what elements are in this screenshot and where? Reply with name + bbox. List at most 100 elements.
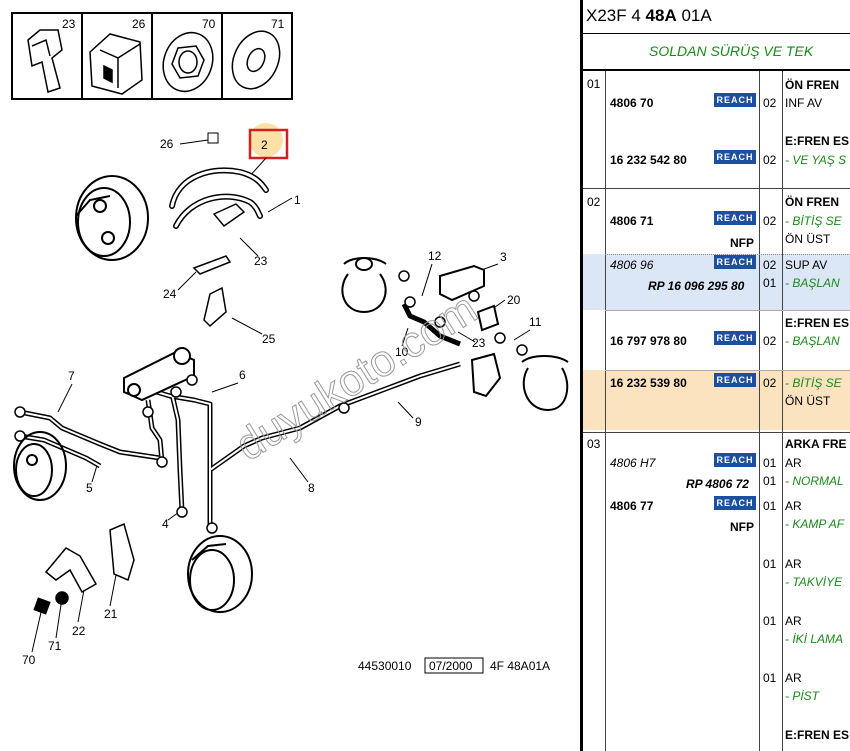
part-ref[interactable]: 4806 77 [610, 499, 654, 513]
title-part2: 01A [676, 6, 712, 25]
desc: - BİTİŞ SE [785, 214, 842, 228]
reach-badge: REACH [714, 93, 756, 107]
sub-qty: 01 [763, 474, 777, 488]
callout-6[interactable]: 6 [239, 368, 246, 382]
callout-8[interactable]: 8 [308, 481, 315, 495]
callout-12[interactable]: 12 [428, 249, 442, 263]
reach-badge: REACH [714, 150, 756, 164]
part-ref[interactable]: 16 797 978 80 [610, 334, 687, 348]
desc: - BAŞLAN [785, 334, 840, 348]
legend-num-23: 23 [62, 17, 76, 31]
qty: 02 [763, 258, 777, 272]
qty: 02 [763, 214, 777, 228]
front-right-disc [13, 431, 67, 501]
desc2: ÖN ÜST [785, 394, 831, 408]
desc2: - PİST [785, 689, 820, 703]
part-ref[interactable]: 16 232 539 80 [610, 376, 687, 390]
callout-4[interactable]: 4 [162, 517, 169, 531]
washer-icon [231, 30, 281, 90]
page-title: X23F 4 48A 01A [586, 6, 712, 26]
desc: AR [785, 557, 802, 571]
sub-qty: 01 [763, 276, 777, 290]
legend-num-70: 70 [202, 17, 216, 31]
qty: 01 [763, 671, 777, 685]
callout-10[interactable]: 10 [395, 345, 409, 359]
panel-divider [580, 0, 583, 751]
callout-26[interactable]: 26 [160, 137, 174, 151]
sub-ref[interactable]: RP 4806 72 [686, 477, 749, 491]
legend-num-71: 71 [271, 17, 285, 31]
callout-21[interactable]: 21 [104, 607, 118, 621]
desc: AR [785, 671, 802, 685]
row-rule-b [605, 310, 850, 311]
callout-2[interactable]: 2 [261, 138, 268, 152]
callout-3[interactable]: 3 [500, 250, 507, 264]
qty: 02 [763, 153, 777, 167]
callout-23b[interactable]: 23 [472, 336, 486, 350]
callout-highlight-glow [249, 123, 283, 157]
title-bold: 48A [645, 6, 677, 25]
desc2: - TAKVİYE [785, 575, 843, 589]
callout-71[interactable]: 71 [48, 639, 62, 653]
reach-badge: REACH [714, 453, 756, 467]
reach-badge: REACH [714, 211, 756, 225]
part-ref[interactable]: 16 232 542 80 [610, 153, 687, 167]
hose-inner [170, 168, 268, 228]
qty: 02 [763, 376, 777, 390]
callout-20[interactable]: 20 [507, 293, 521, 307]
nfp-flag: NFP [730, 236, 754, 250]
section-rule-1 [583, 188, 850, 189]
part-ref[interactable]: 4806 H7 [610, 456, 656, 470]
section-num-01: 01 [587, 77, 601, 91]
desc2: ÖN ÜST [785, 232, 831, 246]
callout-9[interactable]: 9 [415, 415, 422, 429]
qty: 01 [763, 499, 777, 513]
callout-24[interactable]: 24 [163, 287, 177, 301]
nfp-flag: NFP [730, 520, 754, 534]
clip-icon [27, 29, 63, 93]
desc: AR [785, 499, 802, 513]
sub-desc: - BAŞLAN [785, 276, 840, 290]
subtitle: SOLDAN SÜRÜŞ VE TEK [649, 43, 814, 59]
part-ref[interactable]: 4806 70 [610, 96, 654, 110]
callout-25[interactable]: 25 [262, 332, 276, 346]
col-line-3 [782, 71, 783, 751]
title-part1: X23F 4 [586, 6, 646, 25]
reach-badge: REACH [714, 331, 756, 345]
selected-callout-box[interactable] [248, 128, 289, 160]
rear-right-clamp [341, 257, 569, 412]
section-num-02: 02 [587, 195, 601, 209]
callout-1[interactable]: 1 [294, 193, 301, 207]
subtitle-rule [583, 69, 850, 71]
valve-block [123, 347, 195, 402]
callout-70[interactable]: 70 [22, 653, 36, 667]
desc-title: E:FREN ES [785, 316, 850, 330]
reach-badge: REACH [714, 496, 756, 510]
desc-title: E:FREN ES [785, 134, 850, 148]
sub-ref[interactable]: RP 16 096 295 80 [648, 279, 745, 293]
col-line-2 [759, 71, 760, 751]
desc: SUP AV [785, 258, 828, 272]
callout-11[interactable]: 11 [529, 315, 542, 329]
desc: INF AV [785, 96, 823, 110]
desc2: - İKİ LAMA [785, 632, 844, 646]
callout-7[interactable]: 7 [68, 369, 75, 383]
square-marker [207, 132, 219, 144]
reach-badge: REACH [714, 373, 756, 387]
callout-5[interactable]: 5 [86, 481, 93, 495]
pressure-regulator [439, 264, 502, 398]
qty: 01 [763, 614, 777, 628]
brake-pipe-diagram: 23 26 70 71 26 2 1 23 24 25 12 3 20 11 2… [11, 12, 569, 674]
part-ref[interactable]: 4806 71 [610, 214, 654, 228]
footer-code: 44530010 [358, 659, 412, 673]
callout-22[interactable]: 22 [72, 624, 86, 638]
desc-title: ÖN FREN [785, 195, 839, 209]
front-left-disc [75, 175, 149, 261]
rear-left-disc [187, 535, 253, 613]
part-ref[interactable]: 4806 96 [610, 258, 654, 272]
nut-icon [162, 31, 214, 93]
bracket-parts [192, 203, 246, 328]
desc: - BİTİŞ SE [785, 376, 842, 390]
callout-23a[interactable]: 23 [254, 254, 268, 268]
qty: 01 [763, 456, 777, 470]
